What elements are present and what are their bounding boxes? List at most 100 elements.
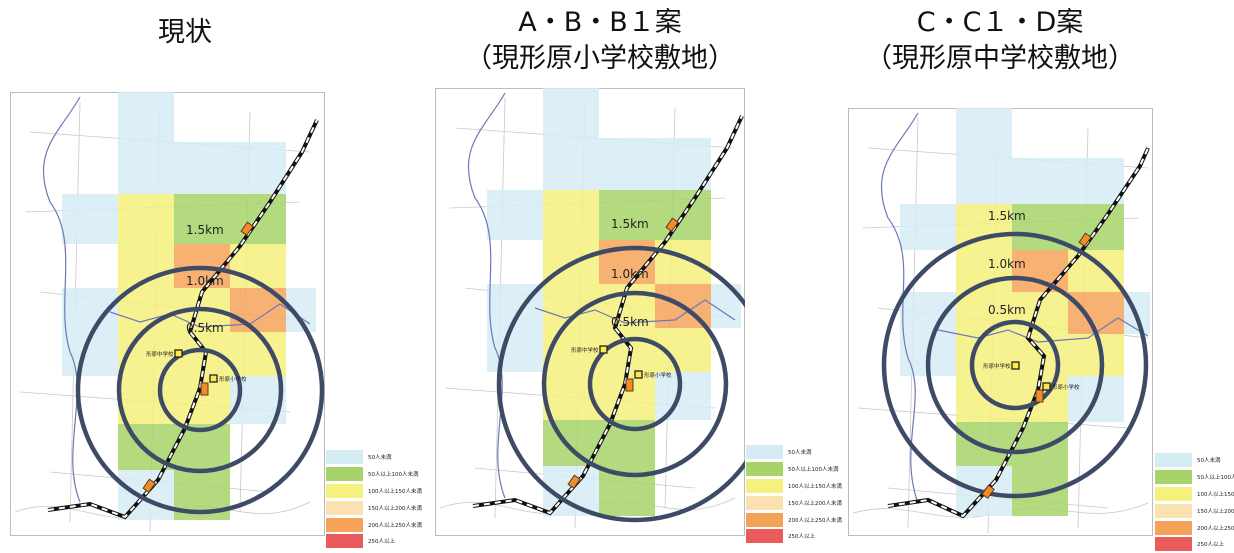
school-marker-junior-high — [174, 349, 183, 358]
station-marker — [981, 484, 995, 499]
legend-item: 150人以上200人未満 — [326, 499, 422, 516]
legend-swatch — [326, 467, 363, 482]
panel-title-plan-ab: A・B・B１案 （現形原小学校敷地） — [430, 5, 770, 77]
ring-1-5km — [881, 231, 1149, 499]
station-marker — [567, 474, 581, 489]
distance-rings — [496, 245, 745, 523]
legend-panel-plan-ab: 50人未満 50人以上100人未満 100人以上150人未満 150人以上200… — [746, 444, 842, 545]
ring-1-0km — [541, 290, 729, 478]
distance-rings — [881, 231, 1149, 499]
legend-item: 200人以上250人未満 — [746, 511, 842, 528]
panel-title-current: 現状 — [120, 15, 250, 51]
school-label: 形原小学校 — [1052, 383, 1080, 391]
legend-item: 100人以上150人未満 — [326, 483, 422, 500]
ring-label: 1.5km — [186, 223, 224, 237]
legend-label: 250人以上 — [368, 539, 395, 546]
legend-label: 150人以上200人未満 — [788, 500, 842, 507]
legend-item: 100人以上150人未満 — [1155, 486, 1234, 503]
panel-title-line: A・B・B１案 — [518, 7, 682, 38]
legend-label: 150人以上200人未満 — [1197, 508, 1234, 515]
ring-0-5km — [587, 336, 683, 432]
panel-title-line: C・C１・D案 — [916, 7, 1084, 38]
legend-swatch — [1155, 503, 1192, 518]
legend-item: 50人未満 — [326, 449, 422, 466]
legend-swatch — [326, 500, 363, 515]
legend-swatch — [1155, 537, 1192, 552]
legend-swatch — [746, 495, 783, 510]
ring-1-5km — [75, 265, 325, 515]
district-map: 1.5km 1.0km 0.5km 形原中学校 形原小学校 — [435, 88, 745, 536]
legend-swatch — [746, 445, 783, 460]
railway-line — [887, 147, 1150, 519]
legend-swatch — [326, 483, 363, 498]
school-marker-elementary — [209, 374, 218, 383]
ring-0-5km — [157, 347, 243, 433]
ring-label: 1.0km — [186, 274, 224, 288]
legend-item: 200人以上250人未満 — [1155, 519, 1234, 536]
school-marker-junior-high — [599, 345, 608, 354]
river — [937, 317, 1149, 343]
legend-item: 150人以上200人未満 — [746, 494, 842, 511]
legend-item: 50人未満 — [1155, 452, 1234, 469]
legend-item: 250人以上 — [326, 533, 422, 550]
legend-label: 200人以上250人未満 — [368, 522, 422, 529]
district-map: 1.5km 1.0km 0.5km 形原中学校 形原小学校 — [10, 92, 325, 536]
legend-label: 250人以上 — [1197, 542, 1224, 549]
school-label: 形原小学校 — [219, 375, 247, 383]
legend-swatch — [326, 450, 363, 465]
station-marker — [240, 221, 254, 236]
map-panel-current: 1.5km 1.0km 0.5km 形原中学校 形原小学校 — [10, 92, 325, 536]
legend-label: 50人以上100人未満 — [1197, 475, 1234, 482]
legend-item: 50人以上100人未満 — [326, 466, 422, 483]
legend-label: 100人以上150人未満 — [788, 483, 842, 490]
legend-swatch — [746, 529, 783, 544]
ring-label: 1.0km — [988, 257, 1026, 271]
legend-item: 50人以上100人未満 — [746, 461, 842, 478]
legend-label: 150人以上200人未満 — [368, 505, 422, 512]
station-marker — [625, 378, 634, 392]
legend-label: 200人以上250人未満 — [788, 517, 842, 524]
legend-label: 200人以上250人未満 — [1197, 525, 1234, 532]
river — [534, 299, 736, 324]
river — [109, 303, 311, 328]
panel-title-line: （現形原中学校敷地） — [865, 43, 1135, 74]
map-panel-plan-cd: 1.5km 1.0km 0.5km 形原中学校 形原小学校 — [848, 108, 1153, 536]
legend-label: 50人未満 — [788, 450, 812, 457]
panel-title-line: 現状 — [158, 17, 212, 48]
legend-swatch — [1155, 470, 1192, 485]
legend-swatch — [1155, 453, 1192, 468]
railway-line — [472, 115, 744, 516]
ring-label: 0.5km — [611, 315, 649, 329]
ring-label: 0.5km — [186, 321, 224, 335]
school-label: 形原中学校 — [571, 346, 599, 354]
school-label: 形原中学校 — [146, 350, 174, 358]
legend-item: 200人以上250人未満 — [326, 516, 422, 533]
ring-label: 1.5km — [611, 217, 649, 231]
legend-label: 50人以上100人未満 — [788, 467, 839, 474]
legend-swatch — [1155, 520, 1192, 535]
district-map: 1.5km 1.0km 0.5km 形原中学校 形原小学校 — [848, 108, 1153, 536]
legend-item: 250人以上 — [746, 528, 842, 545]
map-panel-plan-ab: 1.5km 1.0km 0.5km 形原中学校 形原小学校 — [435, 88, 745, 536]
distance-rings — [75, 265, 325, 515]
ring-1-5km — [496, 245, 745, 523]
legend-swatch — [746, 462, 783, 477]
panel-title-plan-cd: C・C１・D案 （現形原中学校敷地） — [830, 5, 1170, 77]
legend-label: 100人以上150人未満 — [1197, 491, 1234, 498]
school-label: 形原中学校 — [983, 362, 1011, 370]
ring-label: 1.0km — [611, 267, 649, 281]
legend-panel-current: 50人未満 50人以上100人未満 100人以上150人未満 150人以上200… — [326, 449, 422, 550]
legend-item: 50人以上100人未満 — [1155, 469, 1234, 486]
legend-swatch — [326, 534, 363, 549]
legend-item: 250人以上 — [1155, 536, 1234, 553]
coastline — [467, 92, 506, 499]
station-marker — [1035, 389, 1044, 403]
station-marker — [200, 382, 209, 396]
station-marker — [142, 478, 156, 493]
legend-item: 150人以上200人未満 — [1155, 502, 1234, 519]
legend-swatch — [746, 512, 783, 527]
school-marker-elementary — [1042, 382, 1051, 391]
ring-1-0km — [925, 275, 1105, 455]
legend-item: 100人以上150人未満 — [746, 478, 842, 495]
school-label: 形原小学校 — [644, 371, 672, 379]
